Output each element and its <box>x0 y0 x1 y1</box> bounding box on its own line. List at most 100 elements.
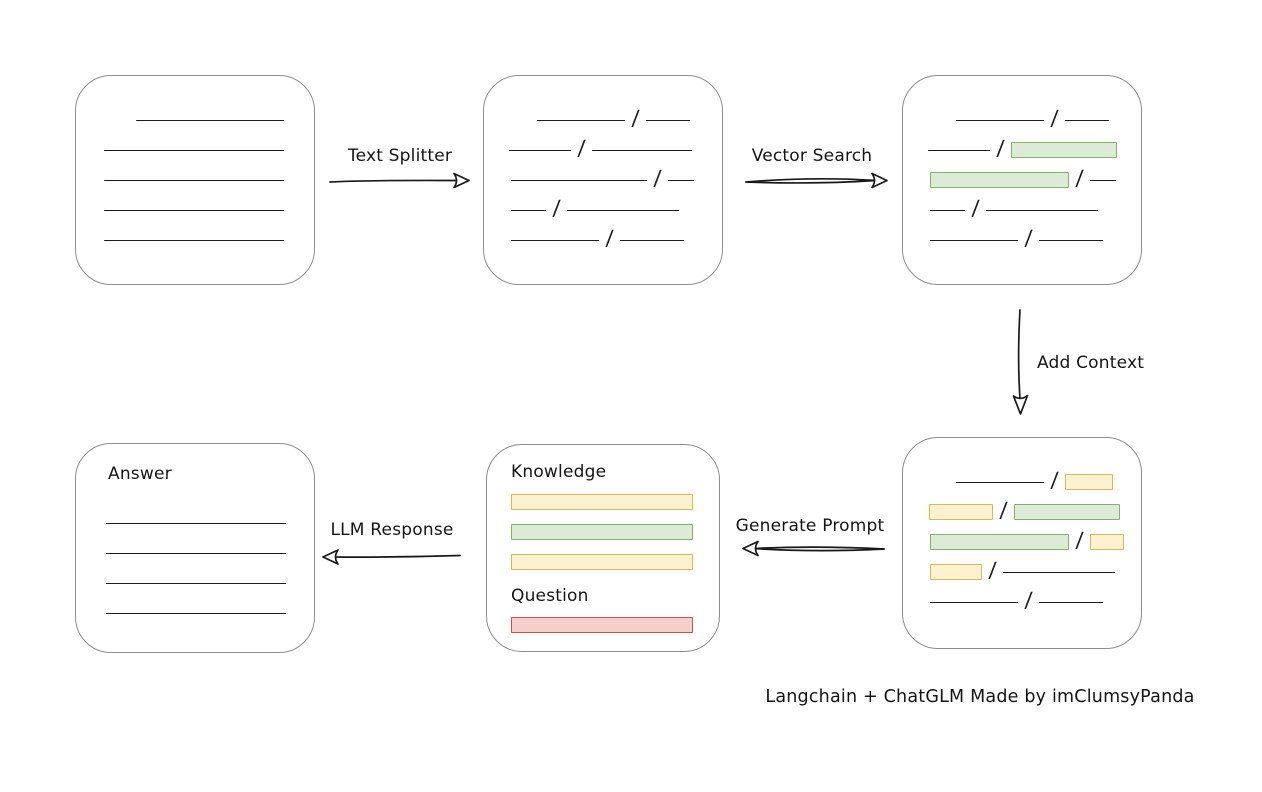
arrow-head <box>742 540 759 557</box>
arrow-line <box>753 546 885 550</box>
text-line <box>956 119 1044 121</box>
arrow-line <box>753 547 885 552</box>
text-line <box>986 209 1099 211</box>
text-row: / <box>537 106 722 131</box>
text-line <box>956 481 1044 483</box>
text-splitter-label: Text Splitter <box>347 146 453 166</box>
text-row <box>104 229 314 251</box>
arrow-head <box>453 172 470 189</box>
split-chunks-box: ///// <box>483 75 723 285</box>
text-row: / <box>956 106 1141 131</box>
text-row <box>104 199 314 221</box>
arrow-head <box>871 172 888 189</box>
slash-separator: / <box>631 106 640 130</box>
arrow-line <box>1017 309 1022 407</box>
yellow-highlight-bar <box>1090 534 1125 550</box>
text-row: / <box>511 226 722 251</box>
search-results-lines: / / / / / <box>903 76 1141 251</box>
text-line <box>509 149 571 151</box>
add-context-arrow <box>1012 309 1029 415</box>
answer-label: Answer <box>108 464 172 484</box>
add-context-label: Add Context <box>1037 353 1145 373</box>
knowledge-label: Knowledge <box>511 462 607 482</box>
slash-separator: / <box>1050 106 1059 130</box>
arrow-line <box>333 554 461 558</box>
text-row <box>511 524 719 540</box>
green-highlight-bar <box>1011 142 1118 158</box>
text-row: / <box>511 196 722 221</box>
context-box: ///// <box>902 437 1142 649</box>
green-highlight-bar <box>1014 504 1121 520</box>
text-line <box>537 119 625 121</box>
green-highlight-bar <box>511 524 693 540</box>
slash-separator: / <box>971 196 980 220</box>
arrow-head <box>1012 394 1029 415</box>
knowledge-bars <box>511 494 719 570</box>
text-row <box>106 572 314 594</box>
yellow-highlight-bar <box>930 564 982 580</box>
prompt-box: Knowledge Question <box>486 444 720 652</box>
text-line <box>1039 239 1104 241</box>
text-row: / <box>930 196 1141 221</box>
slash-separator: / <box>1075 166 1084 190</box>
yellow-highlight-bar <box>511 554 693 570</box>
text-line <box>511 239 599 241</box>
text-row: / <box>929 498 1141 523</box>
text-line <box>567 209 680 211</box>
text-row <box>106 602 314 624</box>
split-chunks-lines: ///// <box>484 76 722 251</box>
text-line <box>136 119 284 121</box>
text-line <box>1039 601 1104 603</box>
text-line <box>106 522 286 524</box>
answer-lines <box>76 512 314 624</box>
text-line <box>930 601 1018 603</box>
question-bars <box>511 617 719 633</box>
text-line <box>511 179 647 181</box>
text-row: / <box>930 528 1141 553</box>
vector-search-label: Vector Search <box>751 146 873 166</box>
text-line <box>668 179 695 181</box>
answer-box: Answer <box>75 443 315 653</box>
text-row <box>106 512 314 534</box>
yellow-highlight-bar <box>929 504 993 520</box>
text-line <box>646 119 691 121</box>
slash-separator: / <box>999 498 1008 522</box>
text-row <box>104 139 314 161</box>
text-line <box>620 239 685 241</box>
yellow-highlight-bar <box>511 494 693 510</box>
text-line <box>930 209 965 211</box>
text-row: / <box>930 588 1141 613</box>
text-row <box>511 554 719 570</box>
text-line <box>1090 179 1117 181</box>
text-line <box>106 612 286 614</box>
text-line <box>1065 119 1110 121</box>
text-line <box>106 552 286 554</box>
text-row <box>136 109 314 131</box>
slash-separator: / <box>1024 226 1033 250</box>
text-row <box>106 542 314 564</box>
arrow-line <box>745 177 877 183</box>
slash-separator: / <box>605 226 614 250</box>
slash-separator: / <box>1075 528 1084 552</box>
text-line <box>928 149 990 151</box>
text-row <box>104 169 314 191</box>
question-label: Question <box>511 586 589 606</box>
text-line <box>511 209 546 211</box>
slash-separator: / <box>552 196 561 220</box>
arrow-line <box>745 179 877 184</box>
green-highlight-bar <box>930 534 1069 550</box>
text-line <box>930 239 1018 241</box>
text-row: / <box>930 166 1141 191</box>
text-line <box>104 209 284 211</box>
text-row <box>511 494 719 510</box>
text-splitter-arrow <box>329 172 470 189</box>
llm-response-arrow <box>322 549 461 565</box>
text-line <box>104 239 284 241</box>
slash-separator: / <box>988 558 997 582</box>
slash-separator: / <box>996 136 1005 160</box>
slash-separator: / <box>577 136 586 160</box>
yellow-highlight-bar <box>1065 474 1114 490</box>
generate-prompt-arrow <box>742 540 885 557</box>
generate-prompt-label: Generate Prompt <box>735 516 885 536</box>
